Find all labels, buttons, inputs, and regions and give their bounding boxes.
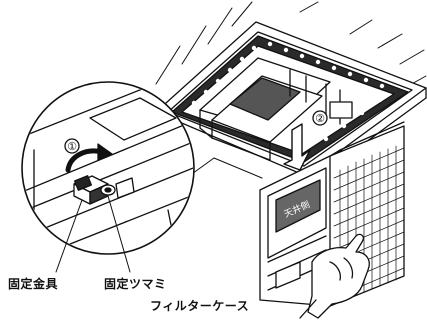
hand-illustration: [299, 233, 370, 319]
step1-marker: ①: [67, 140, 77, 153]
fixing-knob-label: 固定ツマミ: [104, 277, 167, 291]
fixing-bracket-label: 固定金具: [8, 277, 59, 291]
filter-case-caption: フィルターケース: [150, 299, 250, 313]
step2-arrow: [283, 110, 328, 171]
ceiling-hatching: [155, 1, 427, 87]
step1-rotate-arrow: [64, 138, 113, 173]
step2-marker: ②: [315, 112, 325, 125]
fixing-bracket: [73, 175, 109, 205]
fixing-knob: [100, 177, 135, 199]
callout-lines: [55, 195, 131, 273]
fan-housing: [199, 57, 353, 161]
